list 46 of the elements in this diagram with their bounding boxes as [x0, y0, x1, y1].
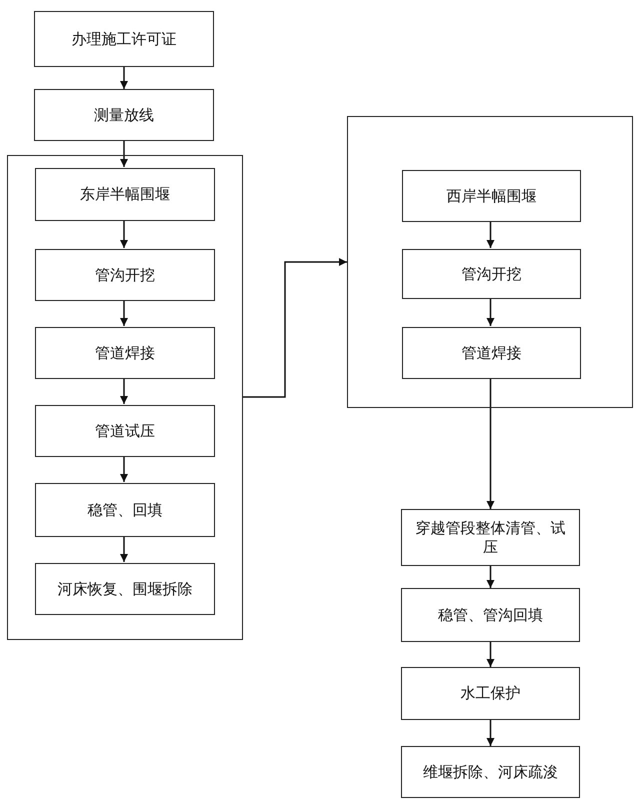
process-box	[35, 483, 215, 537]
process-box	[35, 563, 215, 615]
process-box	[402, 170, 581, 222]
step-label: 稳管、回填	[88, 500, 162, 520]
arrow	[486, 720, 494, 746]
group-frame	[347, 116, 633, 408]
group-frame	[7, 155, 243, 640]
step-label: 管沟开挖	[95, 266, 155, 284]
arrow	[486, 642, 494, 667]
step-label: 测量放线	[94, 106, 154, 124]
process-box	[401, 746, 580, 798]
arrow	[486, 566, 494, 588]
step-label: 稳管、管沟回填	[438, 606, 543, 624]
arrow	[486, 378, 494, 509]
arrow	[120, 378, 128, 404]
process-box	[35, 168, 215, 221]
step-label: 管道焊接	[95, 344, 155, 362]
process-box	[402, 327, 581, 379]
arrow	[120, 141, 128, 167]
process-box	[35, 405, 215, 457]
step-label: 管道焊接	[462, 344, 522, 362]
process-box	[35, 249, 215, 301]
step-label: 穿越管段整体清管、试压	[414, 518, 566, 556]
process-box	[34, 89, 214, 141]
arrow	[120, 67, 128, 89]
arrow	[120, 536, 128, 562]
process-box	[35, 327, 215, 379]
step-label: 办理施工许可证	[72, 30, 176, 48]
step-label: 管道试压	[95, 422, 155, 440]
process-box	[401, 588, 580, 642]
arrow	[486, 221, 494, 248]
process-box	[401, 667, 580, 720]
arrow	[120, 220, 128, 248]
arrow	[120, 300, 128, 326]
process-box	[401, 509, 580, 566]
arrow	[243, 258, 347, 398]
step-label: 管沟开挖	[462, 264, 522, 284]
process-box	[402, 249, 581, 299]
step-label: 东岸半幅围堰	[80, 185, 170, 204]
arrow	[486, 298, 494, 326]
process-box	[34, 11, 214, 67]
arrow	[120, 456, 128, 482]
step-label: 西岸半幅围堰	[446, 186, 536, 206]
step-label: 河床恢复、围堰拆除	[58, 580, 192, 598]
step-label: 水工保护	[460, 684, 520, 703]
step-label: 维堰拆除、河床疏浚	[423, 762, 558, 782]
